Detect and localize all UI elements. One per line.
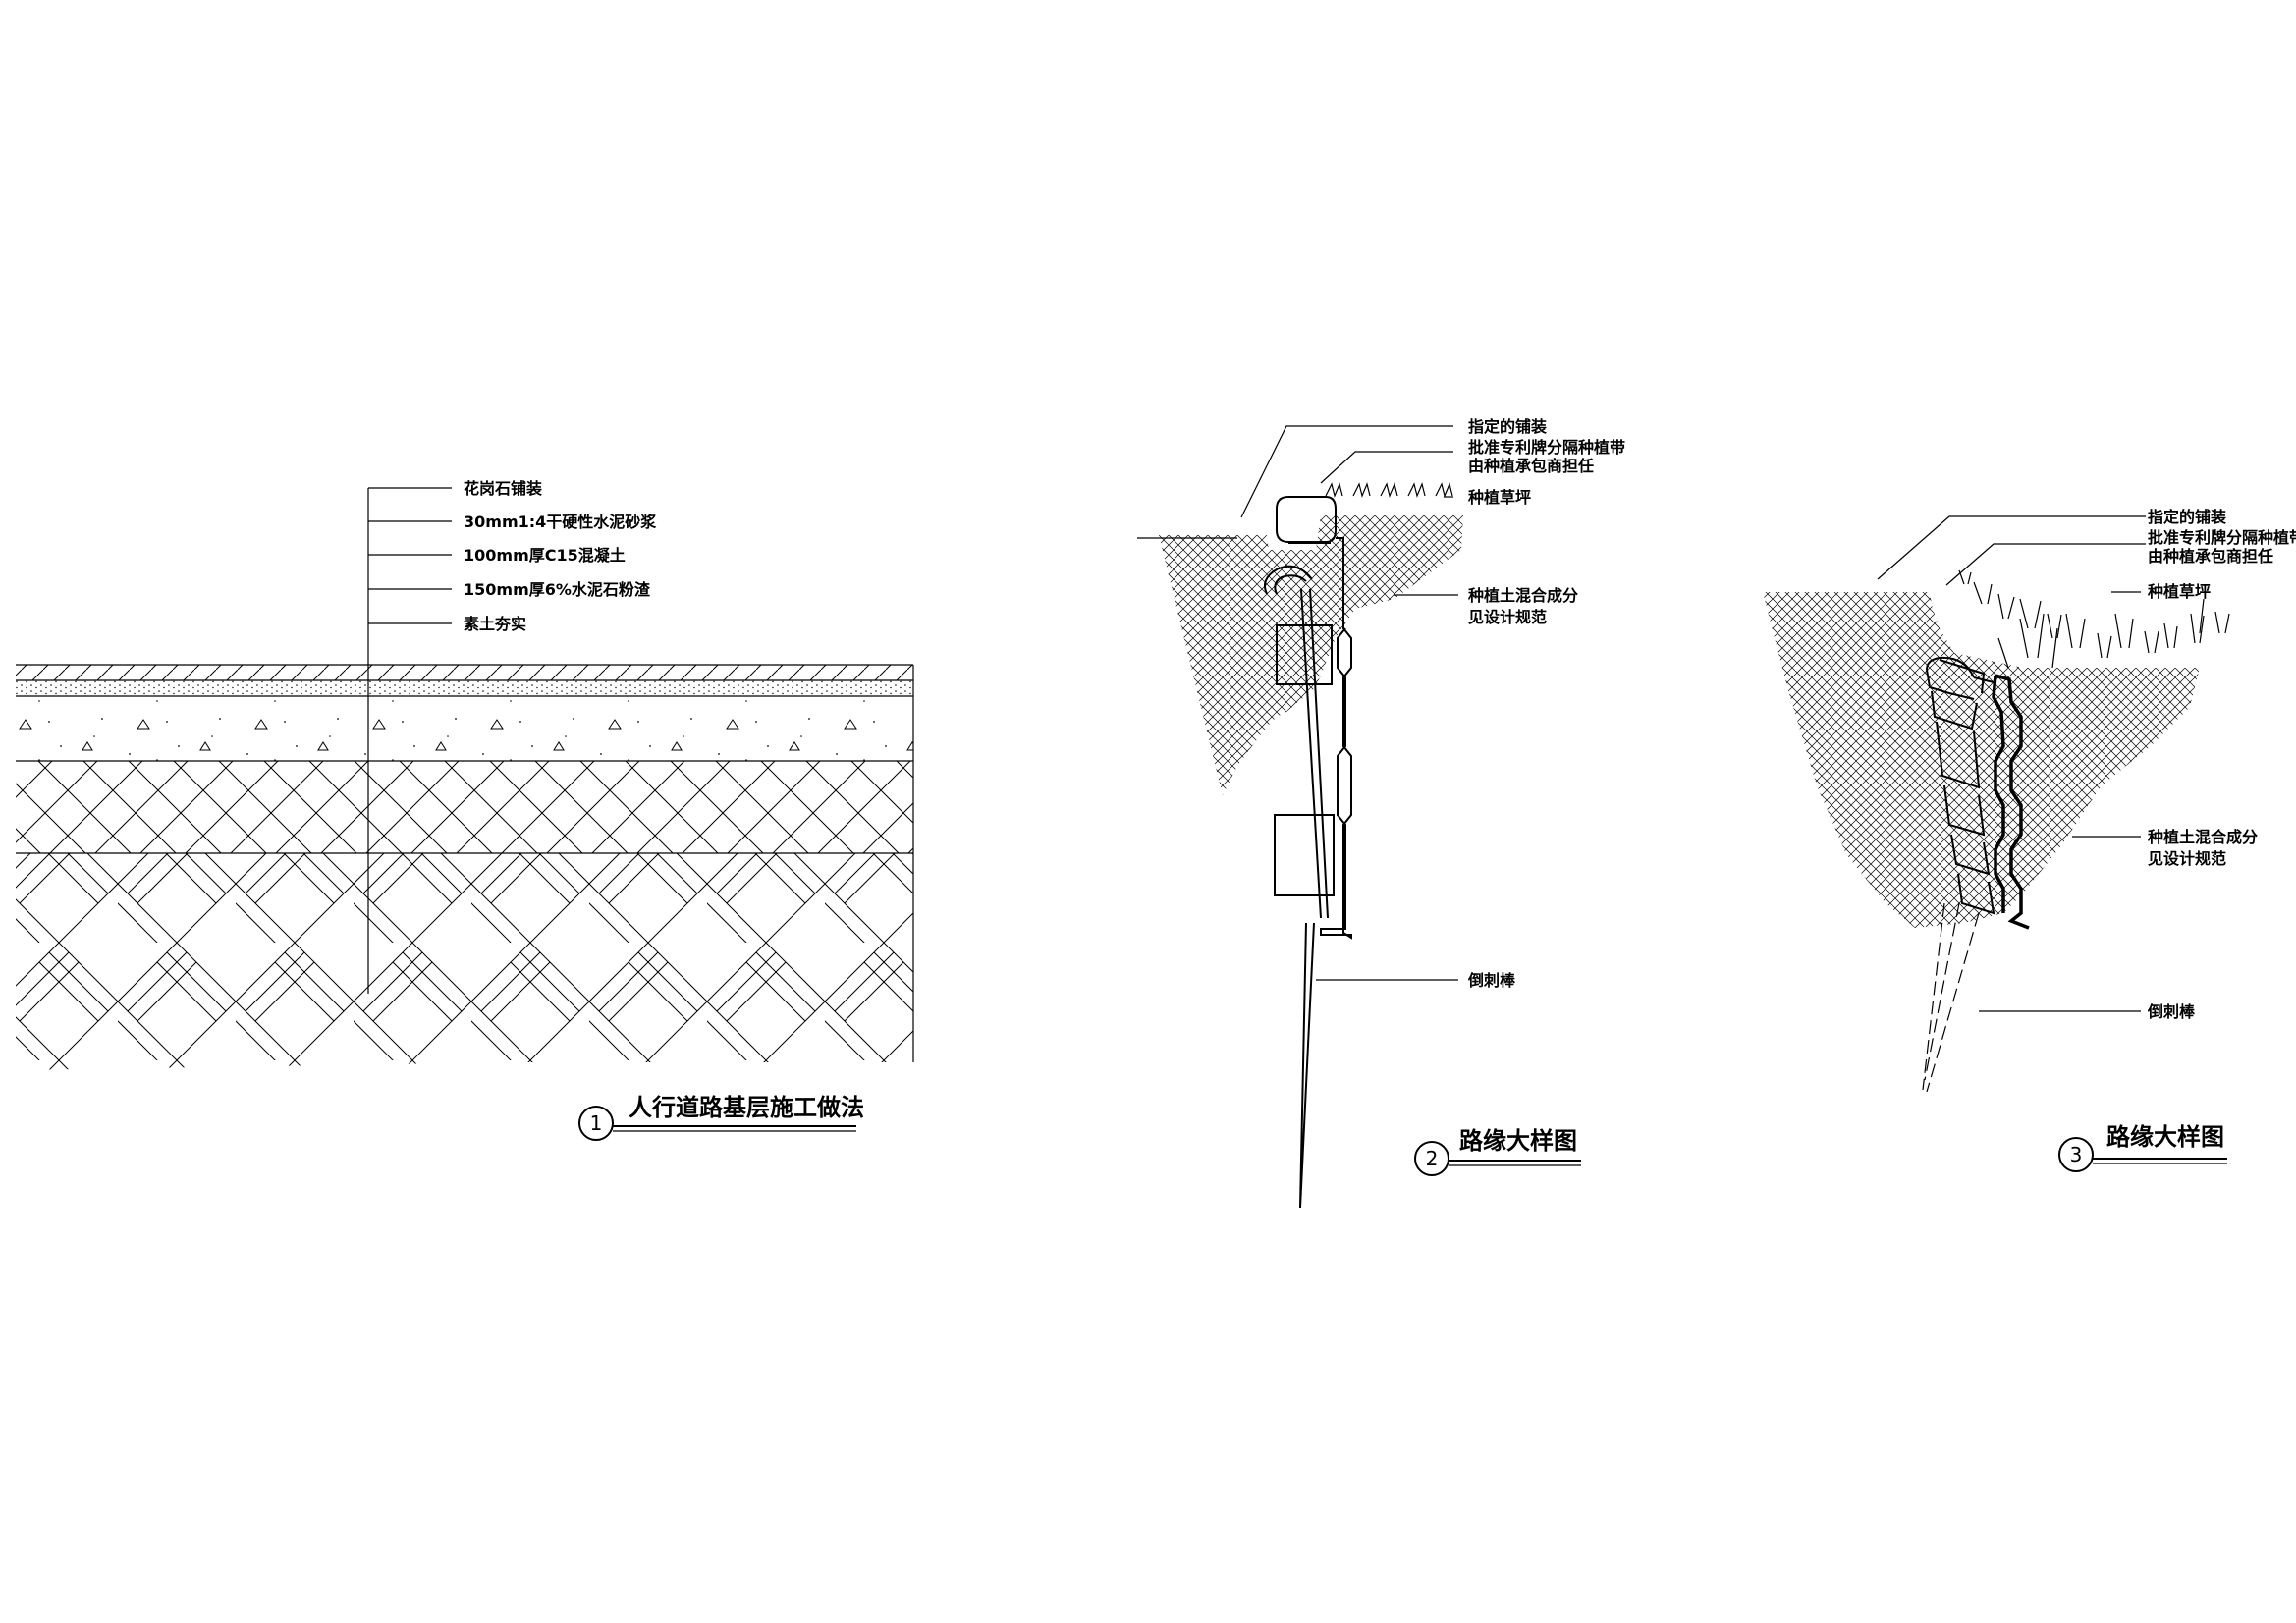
detail-2-number: 2: [1426, 1147, 1439, 1170]
detail-2-number-circle: [1414, 1141, 1449, 1176]
barbed-stake-3: [1922, 902, 1980, 1093]
edging-strip-3: [1992, 674, 2030, 930]
d3-label-soil-1: 种植土混合成分: [2147, 828, 2258, 846]
d3-label-soil-2: 见设计规范: [2148, 849, 2226, 868]
d2-label-lawn: 种植草坪: [1467, 488, 1531, 507]
edging-strip: [1276, 496, 1337, 543]
layer-label-cement-stone: 150mm厚6%水泥石粉渣: [464, 580, 651, 599]
detail-2-title: 路缘大样图: [1459, 1127, 1577, 1155]
detail-2-edging-section: 指定的铺装 批准专利牌分隔种植带 由种植承包商担任 种植草坪 种植土混合成分 见…: [1137, 417, 1625, 1209]
stake-sleeve-upper: [1276, 624, 1333, 685]
d3-label-edging-2: 由种植承包商担任: [2148, 547, 2273, 566]
d3-label-lawn: 种植草坪: [2147, 582, 2211, 601]
edging-body: [1320, 537, 1352, 940]
d3-label-edging-1: 批准专利牌分隔种植带: [2148, 528, 2296, 547]
lawn-grass: [1325, 482, 1453, 498]
detail-1-number: 1: [590, 1111, 603, 1135]
d2-label-edging-2: 由种植承包商担任: [1468, 457, 1594, 475]
layer-label-granite: 花岗石铺装: [464, 479, 542, 498]
detail-3-number-circle: [2058, 1137, 2094, 1172]
d2-label-edging-1: 批准专利牌分隔种植带: [1468, 438, 1625, 457]
d2-label-soil-1: 种植土混合成分: [1467, 586, 1578, 605]
stake-sleeve-lower: [1274, 814, 1335, 896]
detail-1-pavement-section: 花岗石铺装 30mm1:4干硬性水泥砂浆 100mm厚C15混凝土 150mm厚…: [16, 479, 914, 1141]
detail-3-edging-perspective: 指定的铺装 批准专利牌分隔种植带 由种植承包商担任 种植草坪 种植土混合成分 见…: [1763, 508, 2296, 1172]
barb-hook: [1264, 565, 1313, 595]
granite-paving-layer: [16, 665, 913, 680]
mortar-bed-layer: [16, 680, 913, 696]
layer-label-mortar: 30mm1:4干硬性水泥砂浆: [464, 513, 657, 531]
planting-soil-mass-3: [1763, 592, 2200, 928]
planting-soil-mass: [1159, 515, 1463, 795]
cement-stone-layer: [16, 761, 913, 853]
layer-label-soil: 素土夯实: [464, 615, 526, 633]
d2-label-stake: 倒刺棒: [1467, 971, 1516, 990]
barbed-stake: [1299, 922, 1315, 1209]
detail-3-number: 3: [2070, 1143, 2083, 1166]
concrete-layer: [16, 696, 913, 761]
compacted-soil-layer: [16, 853, 913, 1070]
detail-1-number-circle: [578, 1106, 614, 1141]
d2-label-soil-2: 见设计规范: [1468, 608, 1547, 626]
d3-label-paving: 指定的铺装: [2148, 508, 2226, 526]
detail-1-title: 人行道路基层施工做法: [629, 1094, 864, 1121]
d3-label-stake: 倒刺棒: [2147, 1002, 2196, 1021]
d2-label-paving: 指定的铺装: [1468, 417, 1547, 436]
stake-clip-3: [1926, 656, 1995, 915]
lawn-grass-3: [1958, 569, 2230, 669]
detail-3-title: 路缘大样图: [2106, 1123, 2224, 1151]
layer-label-concrete: 100mm厚C15混凝土: [464, 546, 626, 565]
